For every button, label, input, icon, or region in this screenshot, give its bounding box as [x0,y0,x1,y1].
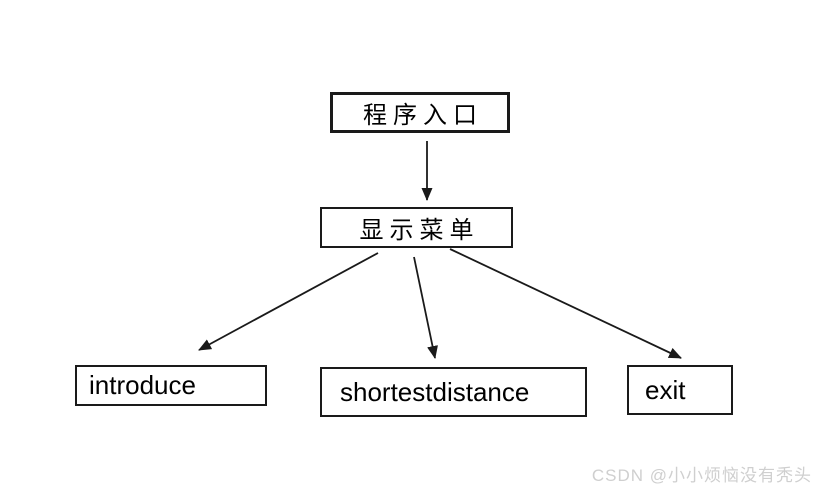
node-shortestdistance: shortestdistance [320,367,587,417]
node-introduce: introduce [75,365,267,406]
node-shortestdistance-label: shortestdistance [340,376,530,407]
node-exit: exit [627,365,733,415]
node-exit-label: exit [645,374,686,405]
edge-menu-to-exit [449,248,682,359]
edge-menu-to-shortestdistance [413,256,438,359]
node-introduce-label: introduce [89,370,196,400]
node-program-entry-label: 程序入口 [363,102,483,129]
node-display-menu-label: 显示菜单 [359,217,480,244]
node-program-entry: 程序入口 [330,92,510,133]
edge-menu-to-introduce [198,252,379,351]
node-display-menu: 显示菜单 [320,207,513,248]
csdn-watermark: CSDN @小小烦恼没有秃头 [591,466,812,485]
